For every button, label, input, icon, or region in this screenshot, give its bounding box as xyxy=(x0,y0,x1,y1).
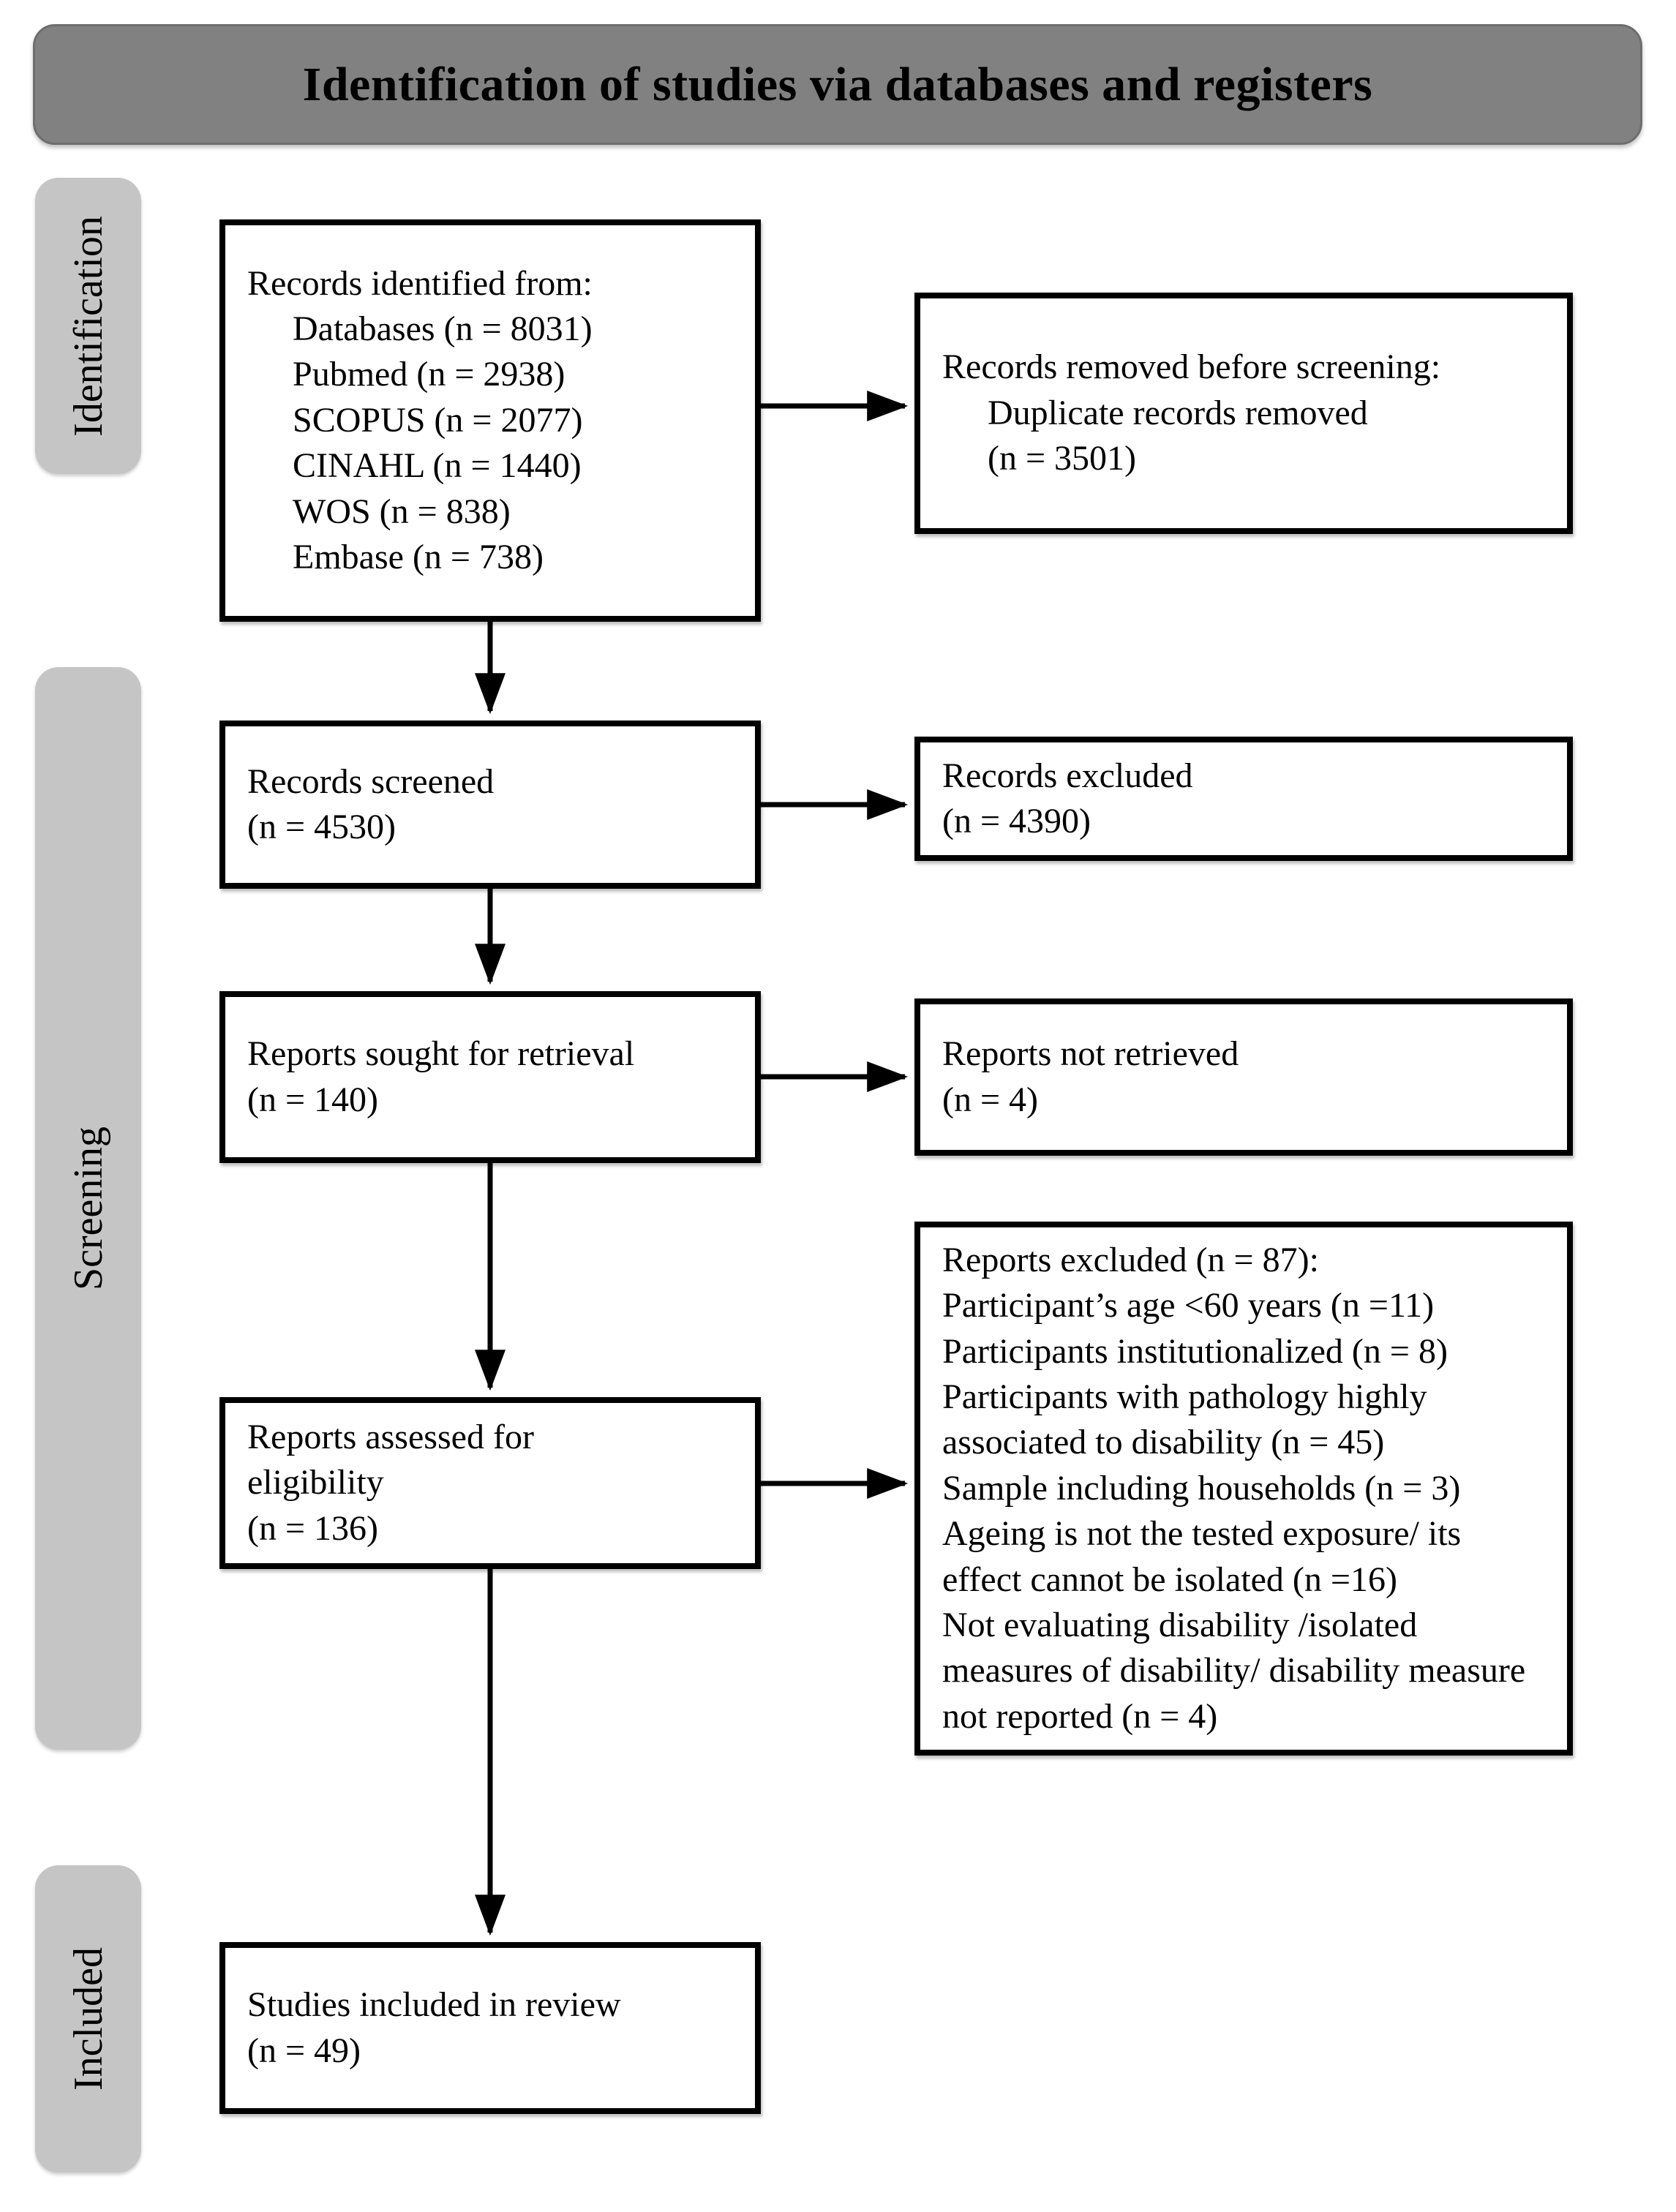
box-line: WOS (n = 838) xyxy=(293,492,511,531)
box-line: Duplicate records removed xyxy=(988,393,1368,432)
box-line: Participants with pathology highly assoc… xyxy=(942,1377,1427,1462)
box-line: (n = 140) xyxy=(247,1080,379,1119)
box-line: (n = 4530) xyxy=(247,808,397,846)
stage-bar-identification: Identification xyxy=(35,178,141,474)
box-line: Embase (n = 738) xyxy=(293,537,544,576)
box-reports-assessed-for-eligibility: Reports assessed for eligibility (n = 13… xyxy=(219,1397,761,1569)
box-line: (n = 49) xyxy=(247,2031,361,2070)
box-line: Reports sought for retrieval xyxy=(247,1034,635,1074)
stage-label-screening: Screening xyxy=(65,1126,111,1290)
box-line: Databases (n = 8031) xyxy=(293,309,593,349)
box-line: Participants institutionalized (n = 8) xyxy=(942,1331,1448,1371)
box-line: Reports excluded (n = 87): xyxy=(942,1240,1319,1279)
box-line: (n = 4) xyxy=(942,1080,1039,1119)
box-line: Records removed before screening: xyxy=(942,347,1441,387)
box-line: Ageing is not the tested exposure/ its e… xyxy=(942,1514,1462,1599)
box-line: (n = 4390) xyxy=(942,802,1091,840)
box-records-screened: Records screened (n = 4530) xyxy=(219,721,761,889)
box-line: Participant’s age <60 years (n =11) xyxy=(942,1286,1435,1325)
box-records-identified: Records identified from: Databases (n = … xyxy=(219,219,761,622)
diagram-title-banner: Identification of studies via databases … xyxy=(33,24,1642,145)
box-line: CINAHL (n = 1440) xyxy=(293,446,582,486)
diagram-title: Identification of studies via databases … xyxy=(302,57,1373,111)
box-line: Not evaluating disability /isolated meas… xyxy=(942,1605,1526,1736)
box-records-removed-before-screening: Records removed before screening: Duplic… xyxy=(914,293,1573,534)
stage-bar-screening: Screening xyxy=(35,667,141,1750)
box-line: Records screened xyxy=(247,761,495,801)
box-line: Records identified from: xyxy=(247,263,593,303)
box-studies-included-in-review: Studies included in review (n = 49) xyxy=(219,1942,761,2114)
box-line: Reports not retrieved xyxy=(942,1034,1239,1074)
box-line: Sample including households (n = 3) xyxy=(942,1468,1461,1508)
box-line: Studies included in review xyxy=(247,1985,621,2025)
stage-bar-included: Included xyxy=(35,1865,141,2172)
box-records-excluded: Records excluded (n = 4390) xyxy=(914,737,1573,861)
box-reports-not-retrieved: Reports not retrieved (n = 4) xyxy=(914,998,1573,1156)
box-line: SCOPUS (n = 2077) xyxy=(293,400,583,440)
stage-label-identification: Identification xyxy=(65,215,111,437)
box-reports-sought-for-retrieval: Reports sought for retrieval (n = 140) xyxy=(219,991,761,1163)
box-line: Records excluded xyxy=(942,756,1193,795)
box-line: (n = 3501) xyxy=(988,439,1137,478)
box-line: (n = 136) xyxy=(247,1508,379,1548)
box-reports-excluded: Reports excluded (n = 87): Participant’s… xyxy=(914,1222,1573,1756)
box-line: Pubmed (n = 2938) xyxy=(293,355,565,394)
box-line: Reports assessed for xyxy=(247,1417,534,1456)
box-line: eligibility xyxy=(247,1463,384,1502)
stage-label-included: Included xyxy=(65,1947,111,2091)
